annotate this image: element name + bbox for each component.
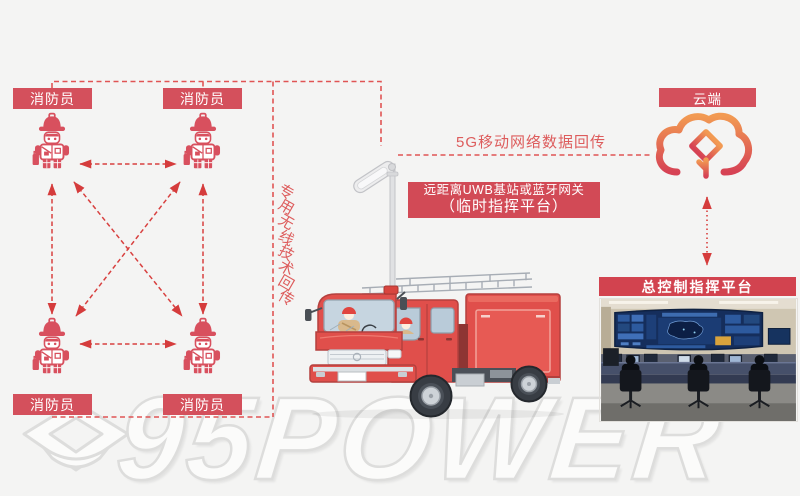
- uwb-gateway-line2: （临时指挥平台）: [439, 198, 568, 216]
- firefighter-icon-top-right: [179, 112, 227, 169]
- firefighter-icon-bottom-right: [179, 317, 227, 374]
- fire-truck-illustration: [305, 272, 564, 419]
- firefighter-icon-bottom-left: [28, 317, 76, 374]
- g5-backhaul-label: 5G移动网络数据回传: [455, 134, 606, 151]
- base-station-antenna-icon: [353, 160, 399, 298]
- firefighter-icon-top-left: [28, 112, 76, 169]
- dedicated-wireless-backhaul-label: 专用无线技术回传: [275, 181, 297, 310]
- uwb-gateway-label: 远距离UWB基站或蓝牙网关 （临时指挥平台）: [408, 182, 600, 218]
- cloud-label: 云端: [659, 88, 756, 107]
- firefighter-label-top-right: 消防员: [163, 88, 242, 109]
- firefighter-label-bottom-left: 消防员: [13, 394, 92, 415]
- cloud-icon: [655, 112, 753, 179]
- uwb-gateway-line1: 远距离UWB基站或蓝牙网关: [423, 182, 585, 197]
- command-center-label: 总控制指挥平台: [599, 277, 796, 296]
- backhaul-route-line: [51, 80, 382, 418]
- firefighter-label-top-left: 消防员: [13, 88, 92, 109]
- control-room-photo: [599, 298, 798, 422]
- mesh-arrows: [47, 159, 208, 349]
- firefighter-label-bottom-right: 消防员: [163, 394, 242, 415]
